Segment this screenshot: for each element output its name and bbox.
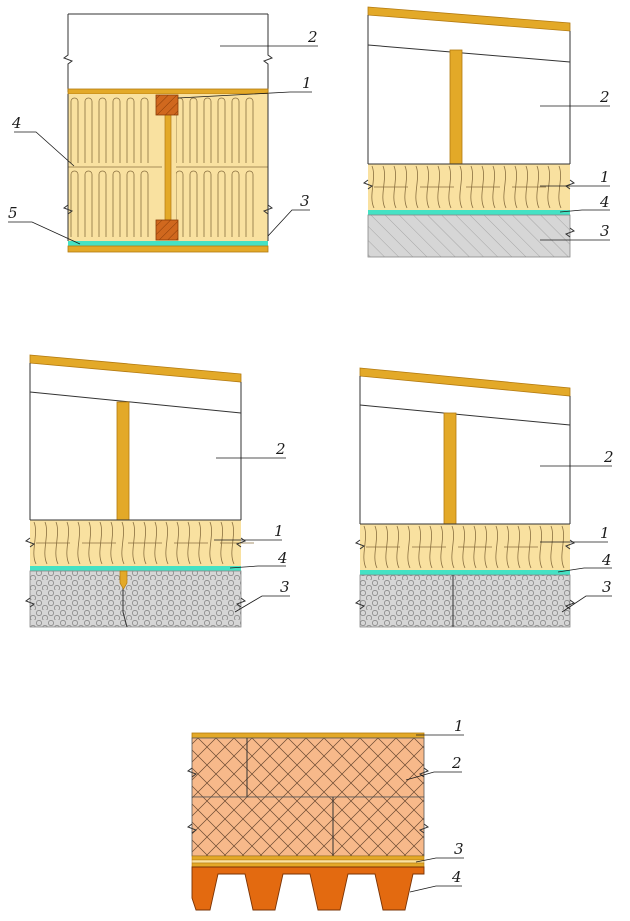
base-layers [191,855,425,868]
vertical-post [116,401,130,521]
vapor-barrier [30,566,241,571]
insulation-boards [186,737,430,857]
diagram-roof-aerated-a: 1 2 3 4 [24,354,290,628]
label-1: 1 [302,74,312,92]
diagram-roof-concrete: 1 2 3 4 [362,6,610,258]
insulation-layer [30,519,254,566]
label-2: 2 [451,754,462,772]
vapor-barrier [68,241,268,246]
void-area [68,14,268,92]
bottom-plate [67,245,269,253]
aerated-block [359,574,571,628]
beam-flange-top [155,94,179,116]
vertical-post [449,49,463,165]
label-3: 3 [454,840,464,858]
label-5: 5 [8,204,18,222]
label-4: 4 [599,193,610,211]
label-4: 4 [277,549,288,567]
beam-flange-bottom [155,219,179,241]
roof-rafter [359,367,571,397]
label-2: 2 [307,28,318,46]
diagram-wall-stud: 1 2 3 4 5 [8,13,318,253]
label-4: 4 [601,551,612,569]
label-1: 1 [274,522,284,540]
label-3: 3 [600,222,610,240]
label-1: 1 [454,717,464,735]
insulation-layer [368,163,570,210]
label-4: 4 [451,868,462,886]
vapor-barrier [360,570,570,575]
joint-anchor [119,570,128,590]
i-beam-stud [155,94,179,242]
label-3: 3 [602,578,612,596]
label-2: 2 [275,440,286,458]
label-1: 1 [600,168,610,186]
profiled-deck [191,866,425,911]
label-2: 2 [603,448,614,466]
label-1: 1 [600,524,610,542]
top-board [191,732,425,739]
vertical-post [443,412,457,525]
label-3: 3 [300,192,310,210]
concrete-slab [367,214,571,258]
roof-rafter [29,354,242,383]
label-2: 2 [599,88,610,106]
aerated-block [29,570,242,628]
vapor-barrier [368,210,570,215]
diagram-roof-profiled: 1 2 3 4 [186,717,464,911]
label-4: 4 [11,114,22,132]
label-3: 3 [280,578,290,596]
top-plate [67,88,269,95]
roof-rafter [367,6,571,32]
diagram-roof-aerated-b: 1 2 3 4 [354,367,614,628]
insulation-layer [360,523,570,570]
